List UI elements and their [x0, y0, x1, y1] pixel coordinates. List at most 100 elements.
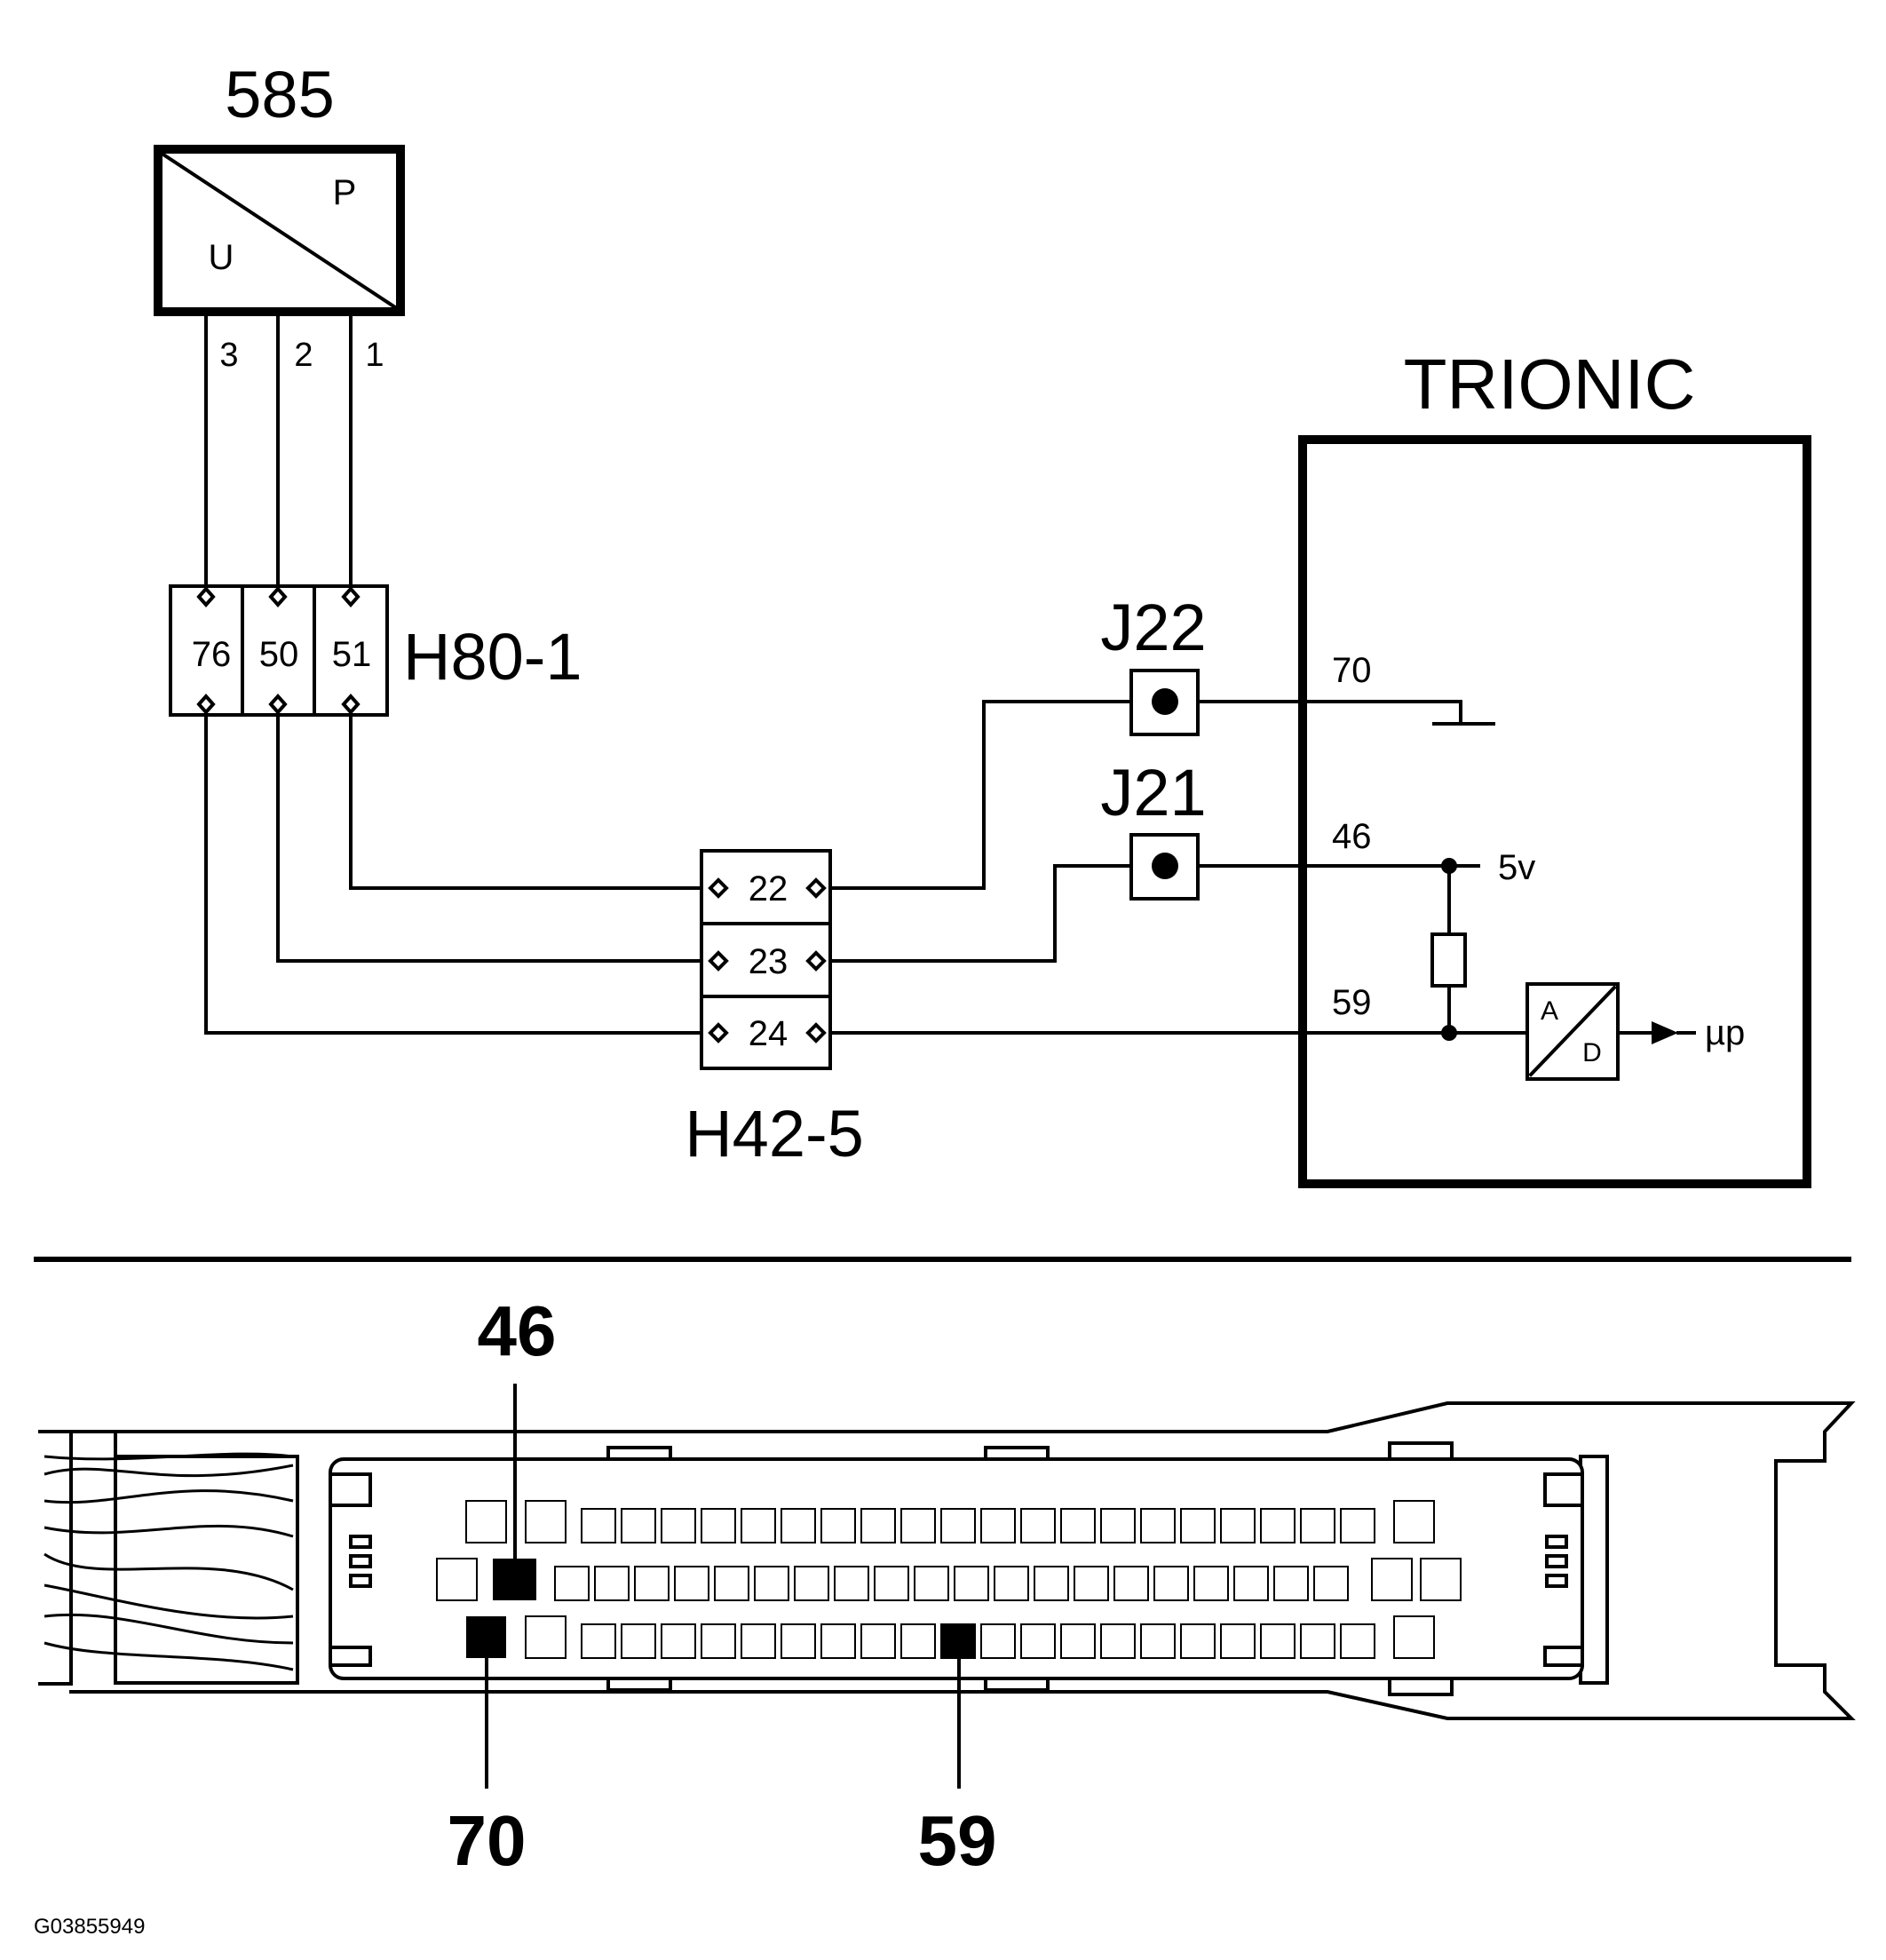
connector-pin [781, 1623, 816, 1659]
callout-46: 46 [478, 1291, 557, 1370]
connector-pin [1060, 1623, 1096, 1659]
sensor-pin-1: 1 [365, 337, 384, 374]
pressure-sensor-585: 585 P U 3 2 1 [154, 58, 405, 374]
sensor-letter-u: U [209, 238, 234, 277]
h42-pin-24: 24 [749, 1014, 788, 1053]
connector-pin [1140, 1508, 1176, 1543]
connector-pin [980, 1623, 1016, 1659]
connector-pin [1020, 1623, 1056, 1659]
connector-pin [1300, 1508, 1335, 1543]
connector-pin [1074, 1566, 1109, 1601]
connector-pin [914, 1566, 949, 1601]
connector-pin [754, 1566, 789, 1601]
connector-pin [1220, 1508, 1256, 1543]
connector-pin [1020, 1508, 1056, 1543]
connector-h80-1: 76 50 51 H80-1 [169, 584, 582, 717]
figure-id: G03855949 [34, 1915, 145, 1939]
connector-pin [1060, 1508, 1096, 1543]
sensor-pin-2: 2 [294, 337, 313, 374]
ecu-connector-pinout: 46 70 59 [38, 1291, 1856, 1880]
connector-pin [621, 1508, 656, 1543]
connector-pin [741, 1508, 776, 1543]
h80-pin-51: 51 [332, 635, 372, 674]
pullup-resistor [1430, 932, 1467, 988]
connector-pin [1340, 1508, 1375, 1543]
pin-70-highlight [466, 1616, 506, 1658]
h42-pin-22: 22 [749, 869, 788, 909]
connector-pin [954, 1566, 989, 1601]
trionic-ecu: TRIONIC 70 46 59 5v A D µp [1298, 345, 1811, 1188]
connector-pin [1260, 1508, 1296, 1543]
connector-pin [860, 1623, 896, 1659]
connector-pin [1273, 1566, 1309, 1601]
connector-pin [1100, 1623, 1136, 1659]
connector-pin [661, 1508, 696, 1543]
svg-text:D: D [1582, 1038, 1602, 1067]
connector-pin [701, 1623, 736, 1659]
connector-pin [900, 1508, 936, 1543]
svg-text:A: A [1541, 996, 1558, 1026]
connector-pin [874, 1566, 909, 1601]
connector-pin [1140, 1623, 1176, 1659]
ecu-pin-46: 46 [1332, 817, 1372, 856]
connector-pin [820, 1623, 856, 1659]
junction-j22: J22 [1100, 591, 1207, 736]
callout-70: 70 [448, 1801, 527, 1880]
arrow-icon [1652, 1021, 1678, 1044]
connector-pin [860, 1508, 896, 1543]
pin-46-highlight [493, 1559, 536, 1600]
adc-icon: A D [1525, 982, 1620, 1081]
connector-pin [834, 1566, 869, 1601]
connector-pin [1180, 1623, 1216, 1659]
connector-pin [1034, 1566, 1069, 1601]
connector-pin [1260, 1623, 1296, 1659]
h80-pin-76: 76 [192, 635, 232, 674]
h42-label: H42-5 [685, 1097, 864, 1170]
wires [204, 313, 1529, 1035]
callout-59: 59 [918, 1801, 997, 1880]
j22-label: J22 [1100, 591, 1206, 664]
connector-pin [980, 1508, 1016, 1543]
connector-pin [1233, 1566, 1269, 1601]
ecu-pin-70: 70 [1332, 651, 1372, 690]
connector-pin [1100, 1508, 1136, 1543]
connector-pin [1113, 1566, 1149, 1601]
connector-pin [741, 1623, 776, 1659]
connector-pin [794, 1566, 829, 1601]
connector-pin [781, 1508, 816, 1543]
connector-pin [674, 1566, 709, 1601]
connector-pin [994, 1566, 1029, 1601]
connector-pin [661, 1623, 696, 1659]
sensor-letter-p: P [333, 173, 357, 212]
ecu-pin-59: 59 [1332, 983, 1372, 1022]
connector-pin [1300, 1623, 1335, 1659]
connector-pin [1340, 1623, 1375, 1659]
connector-pin [940, 1508, 976, 1543]
connector-pin [820, 1508, 856, 1543]
connector-pin [581, 1623, 616, 1659]
pin-rows [554, 1508, 1375, 1659]
sensor-pin-3: 3 [219, 337, 238, 374]
connector-pin [594, 1566, 630, 1601]
output-label: µp [1705, 1013, 1745, 1052]
sensor-label: 585 [225, 58, 334, 131]
pin-59-highlight [942, 1624, 976, 1658]
connector-pin [1153, 1566, 1189, 1601]
connector-pin [1193, 1566, 1229, 1601]
supply-label: 5v [1498, 848, 1535, 887]
connector-pin [581, 1508, 616, 1543]
h42-pin-23: 23 [749, 942, 788, 981]
connector-pin [701, 1508, 736, 1543]
h80-pin-50: 50 [259, 635, 299, 674]
connector-h42-5: 22 23 24 H42-5 [685, 849, 864, 1170]
node-59 [1441, 1025, 1457, 1041]
j21-label: J21 [1100, 756, 1206, 829]
connector-pin [1313, 1566, 1349, 1601]
connector-pin [900, 1623, 936, 1659]
connector-pin [554, 1566, 590, 1601]
connector-pin [1180, 1508, 1216, 1543]
connector-pin [1220, 1623, 1256, 1659]
connector-pin [714, 1566, 749, 1601]
connector-pin [621, 1623, 656, 1659]
